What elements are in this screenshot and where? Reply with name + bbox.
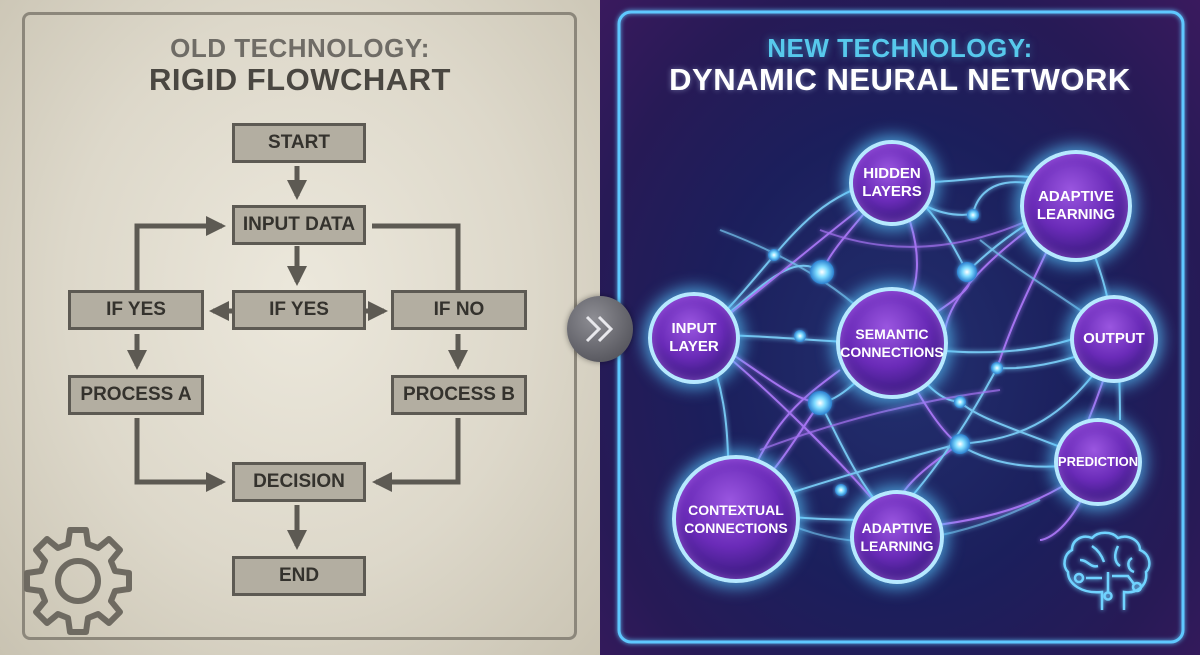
rigid-flowchart-subtitle: RIGID FLOWCHART xyxy=(149,62,451,97)
node-label: INPUT xyxy=(671,320,717,337)
junction-node xyxy=(808,391,832,415)
junction-node xyxy=(954,396,966,408)
junction-node xyxy=(835,484,847,496)
node-label: ADAPTIVE xyxy=(861,520,933,536)
node-adaptive-learning-bottom: ADAPTIVE LEARNING xyxy=(850,490,944,584)
flowchart-box-decision: DECISION xyxy=(232,462,366,502)
double-chevron-right-icon xyxy=(585,315,614,343)
arrow-left-loop-to-input xyxy=(134,216,226,292)
arrow-process-a-to-decision xyxy=(134,418,226,492)
junction-dots xyxy=(768,209,1003,496)
gear-icon xyxy=(24,527,132,635)
node-label: PREDICTION xyxy=(1057,454,1139,469)
new-technology-title: NEW TECHNOLOGY: xyxy=(767,33,1033,63)
flowchart-box-process-a: PROCESS A xyxy=(68,375,204,415)
junction-node xyxy=(794,330,806,342)
junction-node xyxy=(991,362,1003,374)
flowchart-box-end: END xyxy=(232,556,366,596)
node-label: CONNECTIONS xyxy=(840,344,944,360)
flowchart-box-if-no: IF NO xyxy=(391,290,527,330)
node-label: HIDDEN xyxy=(863,165,921,182)
junction-node xyxy=(967,209,979,221)
node-semantic-connections: SEMANTIC CONNECTIONS xyxy=(836,287,948,399)
line-right-loop-to-input xyxy=(372,223,461,290)
flowchart-box-process-b: PROCESS B xyxy=(391,375,527,415)
dynamic-neural-network-subtitle: DYNAMIC NEURAL NETWORK xyxy=(669,62,1131,97)
node-contextual-connections: CONTEXTUAL CONNECTIONS xyxy=(672,455,800,583)
node-label: LEARNING xyxy=(860,538,934,554)
junction-node xyxy=(950,434,970,454)
junction-node xyxy=(957,262,977,282)
node-label: LAYERS xyxy=(862,183,922,200)
node-output: OUTPUT xyxy=(1070,295,1158,383)
node-prediction: PREDICTION xyxy=(1054,418,1142,506)
transition-arrow-button xyxy=(567,296,633,362)
flowchart-connectors xyxy=(127,166,468,550)
junction-node xyxy=(810,260,834,284)
brain-circuit-icon xyxy=(1063,531,1151,610)
flowchart-box-start: START xyxy=(232,123,366,163)
flowchart-box-if-yes-center: IF YES xyxy=(232,290,366,330)
node-label: LAYER xyxy=(669,338,719,355)
node-label: LEARNING xyxy=(1036,206,1116,223)
node-label: ADAPTIVE xyxy=(1038,188,1114,205)
node-label: CONNECTIONS xyxy=(684,520,788,536)
flowchart-box-if-yes-left: IF YES xyxy=(68,290,204,330)
node-label: SEMANTIC xyxy=(855,326,929,342)
old-technology-title: OLD TECHNOLOGY: xyxy=(170,33,430,63)
node-label: CONTEXTUAL xyxy=(688,502,784,518)
arrow-process-b-to-decision xyxy=(372,418,461,492)
flowchart-box-input-data: INPUT DATA xyxy=(232,205,366,245)
node-label: OUTPUT xyxy=(1083,330,1145,347)
junction-node xyxy=(768,249,780,261)
